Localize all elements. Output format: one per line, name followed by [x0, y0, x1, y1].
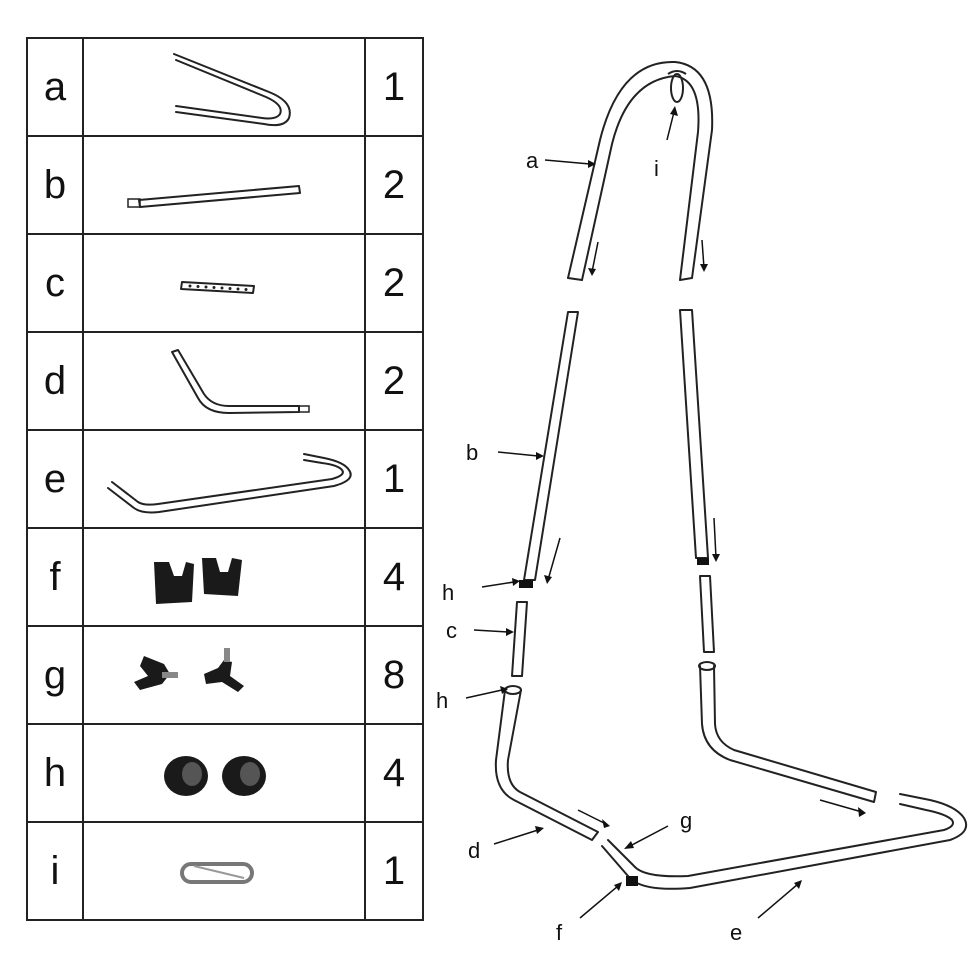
bent-tube-icon — [82, 331, 366, 431]
frame-tube-d-right — [698, 661, 877, 803]
part-row-b: b 2 — [26, 135, 424, 235]
part-row-f: f 4 — [26, 527, 424, 627]
part-letter: h — [26, 723, 84, 823]
leader-lines — [465, 106, 802, 919]
knob-screw-icon — [82, 625, 366, 725]
part-letter: b — [26, 135, 84, 235]
label-f: f — [556, 920, 563, 945]
part-qty: 2 — [364, 233, 424, 333]
part-letter: f — [26, 527, 84, 627]
part-letter: a — [26, 37, 84, 137]
part-qty: 1 — [364, 37, 424, 137]
label-i: i — [654, 156, 659, 181]
part-qty: 1 — [364, 821, 424, 921]
part-qty: 8 — [364, 625, 424, 725]
part-qty: 4 — [364, 527, 424, 627]
label-e: e — [730, 920, 742, 945]
straight-tube-icon — [82, 135, 366, 235]
frame-tube-b-right — [679, 309, 709, 565]
part-letter: e — [26, 429, 84, 529]
frame-top-a — [567, 60, 714, 281]
part-qty: 2 — [364, 331, 424, 431]
carabiner-icon — [82, 821, 366, 921]
part-row-d: d 2 — [26, 331, 424, 431]
part-row-h: h 4 — [26, 723, 424, 823]
frame-tube-b-left — [519, 311, 579, 588]
frame-tube-c-right — [699, 575, 715, 653]
frame-tube-c-left — [511, 601, 528, 677]
rubber-ring-icon — [82, 723, 366, 823]
parts-table: a 1 b 2 c — [26, 37, 424, 921]
part-qty: 1 — [364, 429, 424, 529]
part-letter: c — [26, 233, 84, 333]
frame-tube-d-left — [494, 685, 599, 841]
part-row-i: i 1 — [26, 821, 424, 921]
label-b: b — [466, 440, 478, 465]
label-d: d — [468, 838, 480, 863]
perforated-tube-icon — [82, 233, 366, 333]
part-row-a: a 1 — [26, 37, 424, 137]
frame-base-e — [601, 793, 968, 890]
u-tube-icon — [82, 37, 366, 137]
part-row-c: c 2 — [26, 233, 424, 333]
part-qty: 2 — [364, 135, 424, 235]
part-letter: d — [26, 331, 84, 431]
label-c: c — [446, 618, 457, 643]
direction-arrows — [544, 239, 866, 828]
part-letter: i — [26, 821, 84, 921]
carabiner-i — [667, 70, 687, 103]
part-letter: g — [26, 625, 84, 725]
part-row-g: g 8 — [26, 625, 424, 725]
label-g: g — [680, 808, 692, 833]
label-h-top: h — [442, 580, 454, 605]
label-h-bottom: h — [436, 688, 448, 713]
assembly-diagram: a i b h c h d g f e — [436, 60, 968, 945]
part-qty: 4 — [364, 723, 424, 823]
part-row-e: e 1 — [26, 429, 424, 529]
label-a: a — [526, 148, 539, 173]
base-tube-icon — [82, 429, 366, 529]
foot-clip-icon — [82, 527, 366, 627]
